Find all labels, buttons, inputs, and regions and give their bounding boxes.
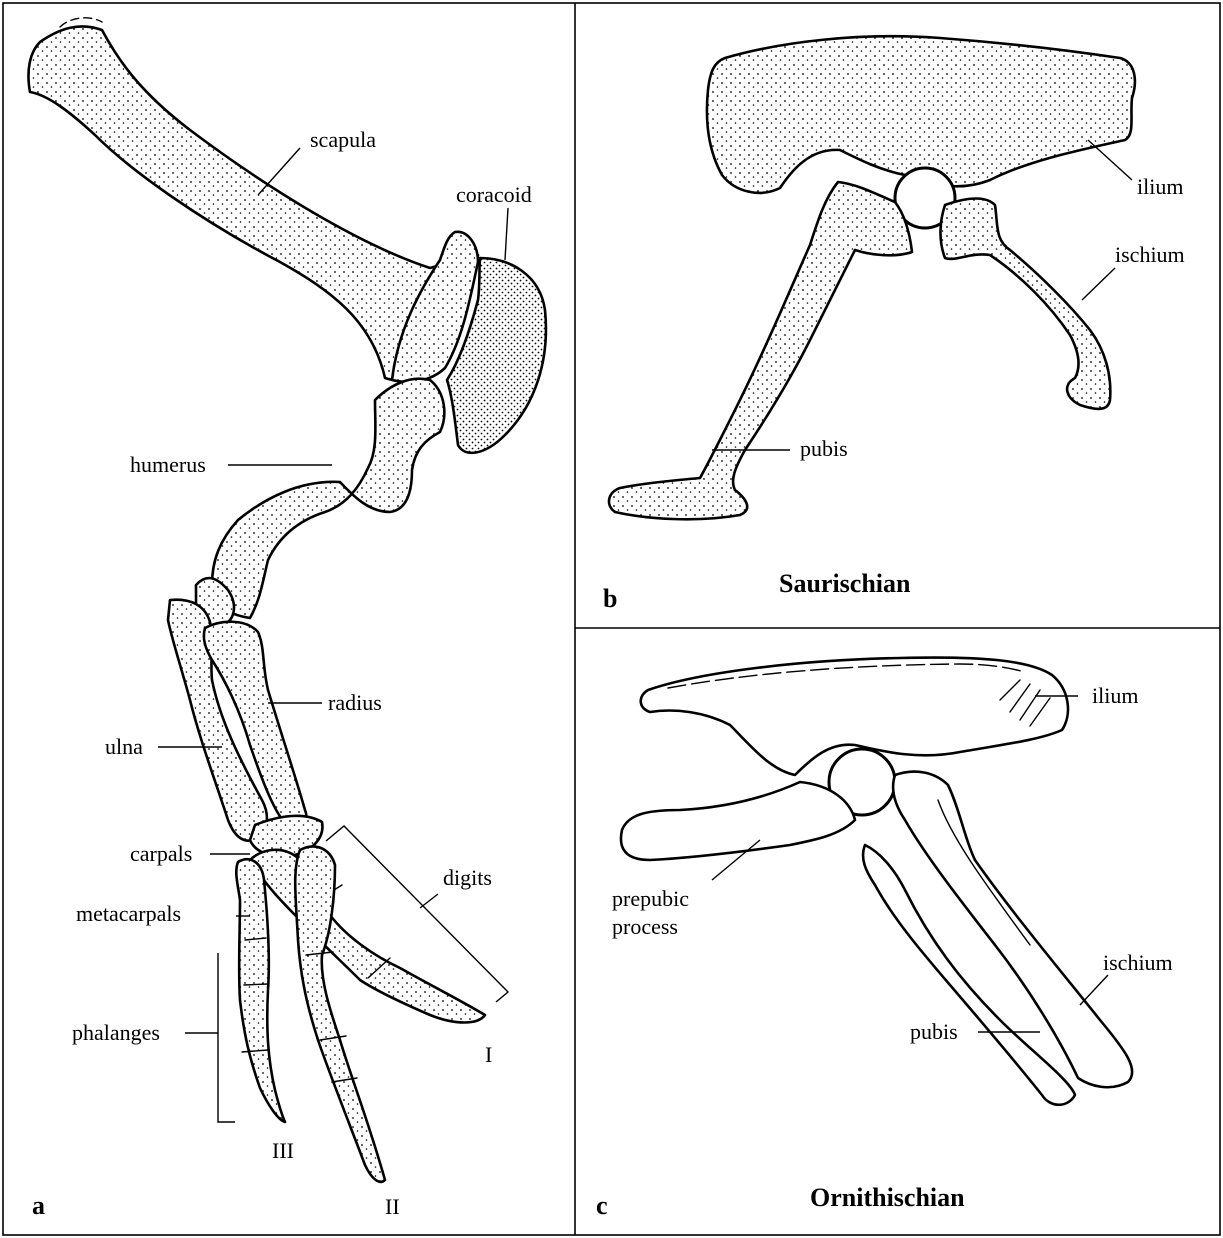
- ischium-bone-b: [940, 199, 1110, 409]
- ilium-label-c: ilium: [1092, 683, 1138, 708]
- pubis-bone-b: [609, 182, 912, 519]
- phalanges-label: phalanges: [72, 1020, 160, 1045]
- prepubic-process-bone: [621, 782, 855, 860]
- digits-label: digits: [443, 865, 492, 890]
- digit-two-bones: [295, 846, 385, 1181]
- pubis-label-b: pubis: [800, 436, 848, 461]
- coracoid-label: coracoid: [456, 182, 532, 207]
- carpals-label: carpals: [130, 841, 192, 866]
- panel-b-saurischian-pelvis: ilium ischium pubis Saurischian b: [603, 36, 1185, 613]
- ulna-label: ulna: [105, 734, 143, 759]
- ischium-label-b: ischium: [1115, 242, 1185, 267]
- radius-label: radius: [328, 690, 382, 715]
- panel-c-title: Ornithischian: [810, 1183, 965, 1212]
- panel-a-letter: a: [32, 1191, 45, 1220]
- digit-two-numeral: II: [385, 1194, 400, 1219]
- scapula-label: scapula: [310, 127, 376, 152]
- panel-b-letter: b: [603, 584, 617, 613]
- prepubic-label-line1: prepubic: [612, 886, 689, 911]
- metacarpals-label: metacarpals: [76, 901, 181, 926]
- panel-c-letter: c: [596, 1191, 608, 1220]
- panel-c-ornithischian-pelvis: ilium prepubic process ischium pubis Orn…: [596, 658, 1173, 1220]
- humerus-bone: [212, 379, 444, 618]
- panel-b-title: Saurischian: [779, 569, 911, 598]
- digit-three-bones: [236, 859, 285, 1122]
- prepubic-label-line2: process: [612, 914, 678, 939]
- ischium-label-c: ischium: [1103, 950, 1173, 975]
- digit-one-numeral: I: [485, 1042, 492, 1067]
- humerus-label: humerus: [130, 452, 206, 477]
- digit-three-numeral: III: [272, 1138, 294, 1163]
- ilium-label-b: ilium: [1137, 174, 1183, 199]
- pubis-label-c: pubis: [910, 1019, 958, 1044]
- panel-a-forelimb: scapula coracoid humerus radius ulna car…: [28, 18, 545, 1220]
